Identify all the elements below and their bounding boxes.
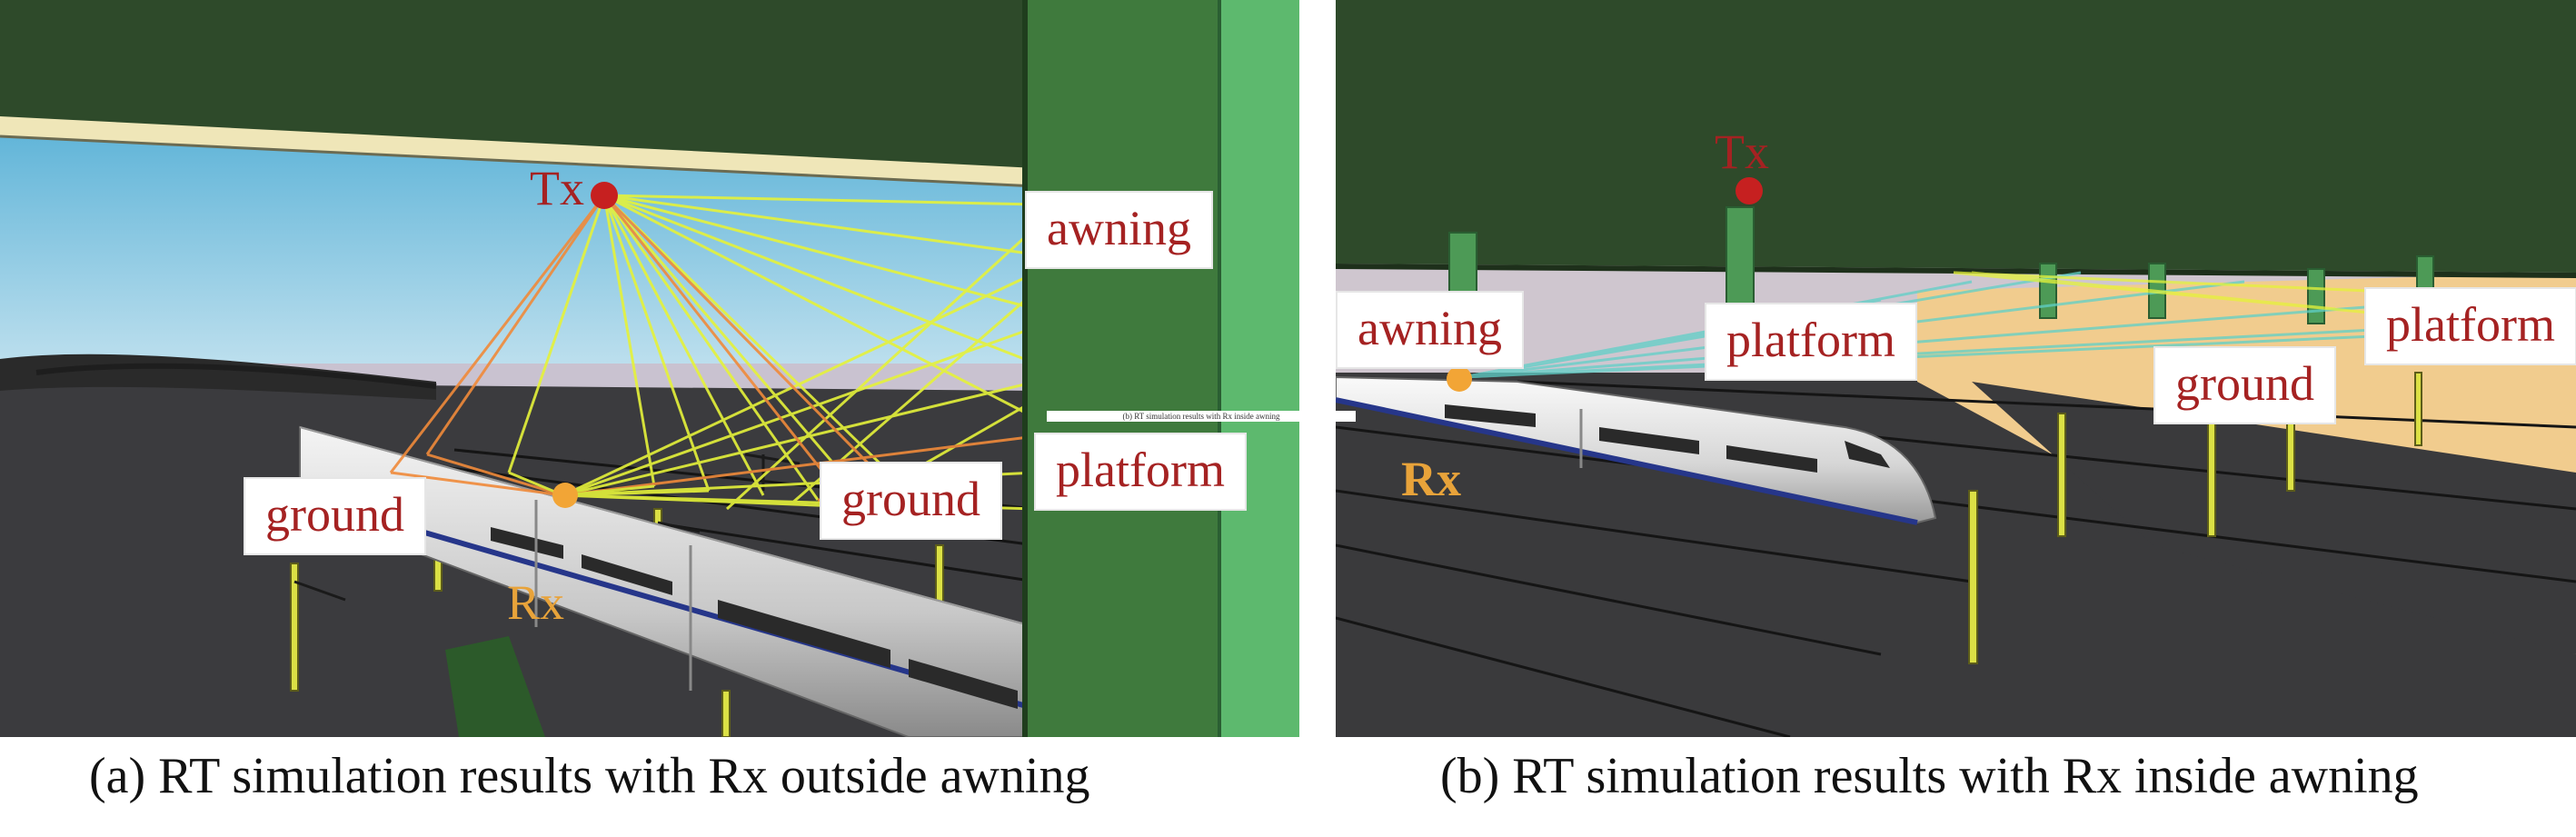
rx-marker bbox=[1447, 366, 1472, 392]
rx-marker bbox=[552, 483, 578, 508]
platform-label: platform bbox=[1034, 433, 1247, 511]
ground-label: ground bbox=[2153, 346, 2336, 424]
pillar bbox=[1022, 0, 1222, 737]
tx-marker bbox=[1736, 177, 1763, 204]
awning-edge bbox=[0, 116, 1036, 186]
caption-b: (b) RT simulation results with Rx inside… bbox=[1440, 748, 2419, 804]
platform-block bbox=[445, 636, 545, 737]
panel-a-render bbox=[0, 0, 1299, 737]
platform-label-left: platform bbox=[1705, 303, 1917, 381]
ground-label-left: ground bbox=[244, 477, 426, 555]
train bbox=[1336, 375, 1937, 525]
tx-label: Tx bbox=[530, 161, 584, 215]
train bbox=[299, 425, 1037, 737]
panel-b-scene: Tx Rx awning platform ground platform bbox=[1336, 0, 2576, 737]
pillar-light bbox=[1218, 0, 1299, 737]
awning-label: awning bbox=[1336, 291, 1524, 369]
tx-label: Tx bbox=[1715, 125, 1769, 179]
awning-label: awning bbox=[1025, 191, 1213, 269]
rx-label: Rx bbox=[1401, 452, 1461, 506]
panel-b-render bbox=[1336, 0, 2576, 737]
platform-label-right: platform bbox=[2364, 287, 2576, 365]
rx-label: Rx bbox=[507, 575, 565, 630]
tx-marker bbox=[591, 182, 618, 209]
pole bbox=[290, 563, 299, 692]
awning-canopy bbox=[1336, 0, 2576, 273]
overlay-caption: (b) RT simulation results with Rx inside… bbox=[1047, 411, 1356, 422]
panel-a-scene: Tx Rx awning platform ground ground bbox=[0, 0, 1299, 737]
caption-a: (a) RT simulation results with Rx outsid… bbox=[89, 748, 1090, 804]
ground-label-right: ground bbox=[820, 462, 1002, 540]
